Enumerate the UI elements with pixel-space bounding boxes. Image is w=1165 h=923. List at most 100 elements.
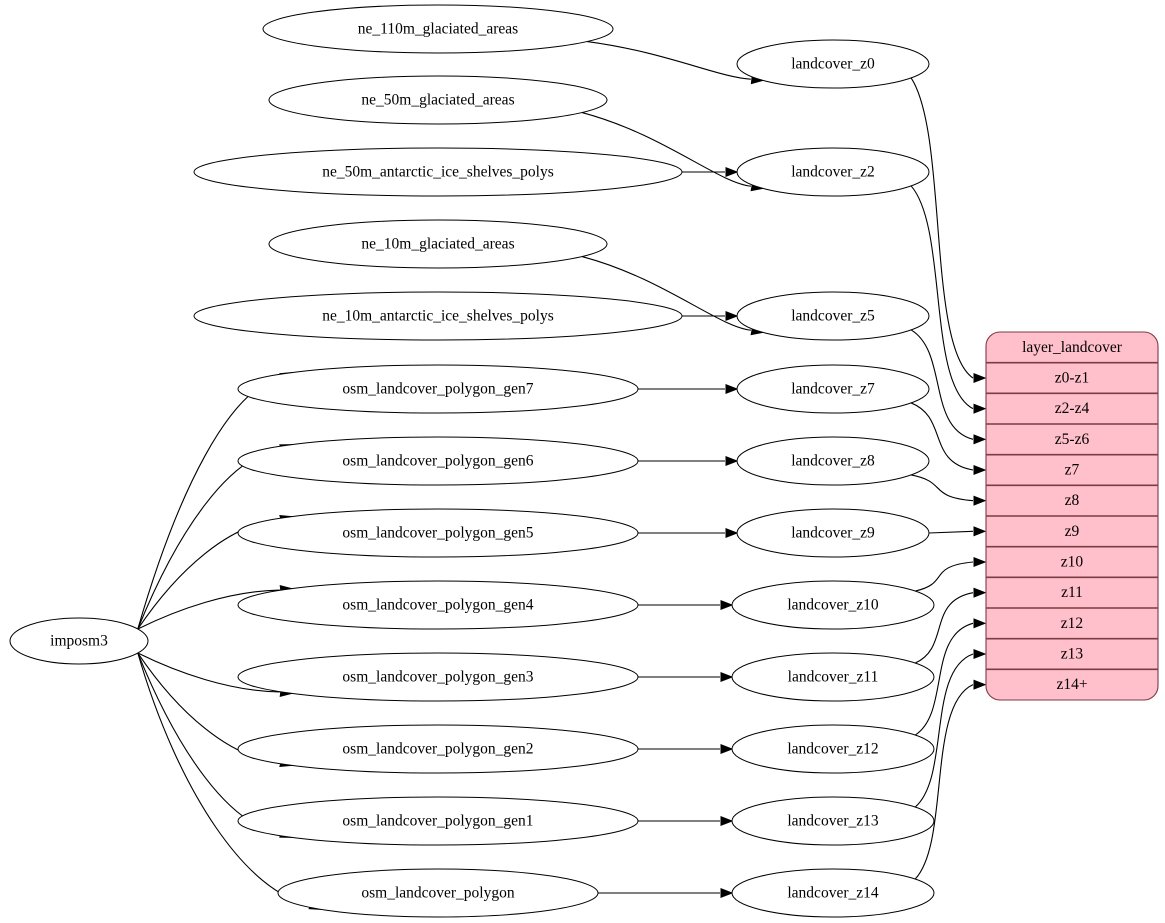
- node-label: osm_landcover_polygon_gen2: [342, 741, 533, 758]
- node-label: osm_landcover_polygon_gen5: [342, 525, 533, 542]
- landcover-node-landcover_z12[interactable]: landcover_z12: [731, 724, 935, 774]
- edge-osm_landcover_polygon_gen1-to-landcover_z13: [638, 815, 734, 827]
- record-table-layer-landcover: layer_landcoverz0-z1z2-z4z5-z6z7z8z9z10z…: [985, 331, 1159, 701]
- osm-node-osm_landcover_polygon[interactable]: osm_landcover_polygon: [277, 868, 599, 918]
- record-row-z13[interactable]: z13: [1061, 646, 1084, 663]
- arrow-head: [973, 372, 987, 384]
- record-row-z12[interactable]: z12: [1061, 615, 1083, 632]
- edge-landcover_z8-to-layer_landcover_z8: [911, 474, 987, 506]
- node-shape: [731, 724, 935, 774]
- node-label: landcover_z0: [791, 56, 875, 73]
- node-label: imposm3: [50, 633, 108, 650]
- landcover-node-landcover_z14[interactable]: landcover_z14: [731, 868, 935, 918]
- source-node-imposm3[interactable]: imposm3: [9, 617, 149, 665]
- edge-line: [928, 530, 974, 534]
- arrow-head: [720, 815, 734, 827]
- node-shape: [237, 364, 639, 414]
- node-shape: [736, 39, 930, 89]
- node-shape: [731, 580, 935, 630]
- natural-earth-node-ne_50m_glaciated_areas[interactable]: ne_50m_glaciated_areas: [268, 75, 608, 125]
- landcover-node-landcover_z0[interactable]: landcover_z0: [736, 39, 930, 89]
- node-shape: [731, 652, 935, 702]
- record-table-layer: layer_landcoverz0-z1z2-z4z5-z6z7z8z9z10z…: [985, 331, 1159, 701]
- node-label: osm_landcover_polygon_gen7: [342, 381, 533, 398]
- edge-osm_landcover_polygon_gen6-to-landcover_z8: [638, 455, 739, 467]
- node-shape: [268, 219, 608, 269]
- arrow-head: [973, 587, 987, 598]
- landcover-node-landcover_z7[interactable]: landcover_z7: [736, 364, 930, 414]
- node-label: landcover_z11: [788, 669, 879, 686]
- osm-node-osm_landcover_polygon_gen4[interactable]: osm_landcover_polygon_gen4: [237, 580, 639, 630]
- node-shape: [237, 436, 639, 486]
- node-label: landcover_z13: [787, 813, 878, 830]
- arrow-head: [973, 679, 987, 690]
- node-label: landcover_z9: [791, 525, 875, 542]
- edge-osm_landcover_polygon_gen2-to-landcover_z12: [638, 743, 734, 755]
- edge-line: [910, 185, 974, 410]
- osm-node-osm_landcover_polygon_gen1[interactable]: osm_landcover_polygon_gen1: [237, 796, 639, 846]
- natural-earth-node-ne_10m_antarctic_ice_shelves_polys[interactable]: ne_10m_antarctic_ice_shelves_polys: [193, 291, 683, 341]
- osm-node-osm_landcover_polygon_gen6[interactable]: osm_landcover_polygon_gen6: [237, 436, 639, 486]
- landcover-node-landcover_z9[interactable]: landcover_z9: [736, 508, 930, 558]
- node-label: osm_landcover_polygon_gen4: [342, 597, 533, 614]
- osm-node-osm_landcover_polygon_gen2[interactable]: osm_landcover_polygon_gen2: [237, 724, 639, 774]
- natural-earth-node-ne_10m_glaciated_areas[interactable]: ne_10m_glaciated_areas: [268, 219, 608, 269]
- node-shape: [268, 75, 608, 125]
- node-label: landcover_z5: [791, 308, 875, 325]
- node-label: ne_10m_antarctic_ice_shelves_polys: [322, 308, 554, 325]
- node-label: landcover_z12: [787, 741, 878, 758]
- osm-node-osm_landcover_polygon_gen7[interactable]: osm_landcover_polygon_gen7: [237, 364, 639, 414]
- edge-line: [137, 589, 280, 630]
- record-row-z5-z6[interactable]: z5-z6: [1055, 431, 1090, 448]
- edge-osm_landcover_polygon-to-landcover_z14: [598, 887, 734, 899]
- node-shape: [262, 4, 614, 54]
- arrow-head: [973, 495, 987, 506]
- node-shape: [277, 868, 599, 918]
- node-shape: [237, 724, 639, 774]
- edge-osm_landcover_polygon_gen4-to-landcover_z10: [638, 599, 734, 611]
- edge-line: [581, 112, 752, 187]
- edge-landcover_z14-to-layer_landcover_z14_: [914, 679, 987, 880]
- record-row-z9[interactable]: z9: [1065, 523, 1080, 540]
- landcover-node-landcover_z11[interactable]: landcover_z11: [731, 652, 935, 702]
- edge-ne_110m_glaciated_areas-to-landcover_z0: [587, 40, 765, 85]
- record-row-z14+[interactable]: z14+: [1056, 676, 1087, 693]
- edge-line: [914, 653, 974, 808]
- edge-landcover_z13-to-layer_landcover_z13: [914, 648, 987, 808]
- edge-line: [137, 652, 280, 693]
- natural-earth-node-ne_110m_glaciated_areas[interactable]: ne_110m_glaciated_areas: [262, 4, 614, 54]
- node-shape: [193, 291, 683, 341]
- edge-line: [914, 592, 974, 664]
- landcover-node-landcover_z13[interactable]: landcover_z13: [731, 796, 935, 846]
- node-label: ne_110m_glaciated_areas: [358, 21, 518, 38]
- edge-osm_landcover_polygon_gen7-to-landcover_z7: [638, 383, 739, 395]
- node-label: landcover_z8: [791, 453, 875, 470]
- landcover-node-landcover_z8[interactable]: landcover_z8: [736, 436, 930, 486]
- landcover-node-landcover_z5[interactable]: landcover_z5: [736, 291, 930, 341]
- record-row-z7[interactable]: z7: [1065, 462, 1080, 479]
- landcover-node-landcover_z2[interactable]: landcover_z2: [736, 147, 930, 197]
- record-row-z0-z1[interactable]: z0-z1: [1055, 370, 1089, 387]
- node-shape: [237, 652, 639, 702]
- node-shape: [9, 617, 149, 665]
- edge-landcover_z12-to-layer_landcover_z12: [914, 618, 987, 736]
- arrow-head: [725, 455, 739, 467]
- node-shape: [736, 436, 930, 486]
- arrow-head: [725, 527, 739, 539]
- landcover-node-landcover_z10[interactable]: landcover_z10: [731, 580, 935, 630]
- record-row-z8[interactable]: z8: [1065, 492, 1080, 509]
- record-row-z2-z4[interactable]: z2-z4: [1055, 400, 1090, 417]
- osm-node-osm_landcover_polygon_gen3[interactable]: osm_landcover_polygon_gen3: [237, 652, 639, 702]
- arrow-head: [720, 599, 734, 611]
- osm-node-osm_landcover_polygon_gen5[interactable]: osm_landcover_polygon_gen5: [237, 508, 639, 558]
- record-row-z11[interactable]: z11: [1061, 584, 1083, 601]
- edge-line: [910, 329, 974, 440]
- node-label: ne_50m_antarctic_ice_shelves_polys: [322, 164, 554, 181]
- node-label: landcover_z7: [791, 381, 875, 398]
- edge-line: [910, 77, 974, 379]
- natural-earth-node-ne_50m_antarctic_ice_shelves_polys[interactable]: ne_50m_antarctic_ice_shelves_polys: [193, 147, 683, 197]
- edge-osm_landcover_polygon_gen5-to-landcover_z9: [638, 527, 739, 539]
- node-shape: [237, 508, 639, 558]
- record-row-z10[interactable]: z10: [1061, 554, 1084, 571]
